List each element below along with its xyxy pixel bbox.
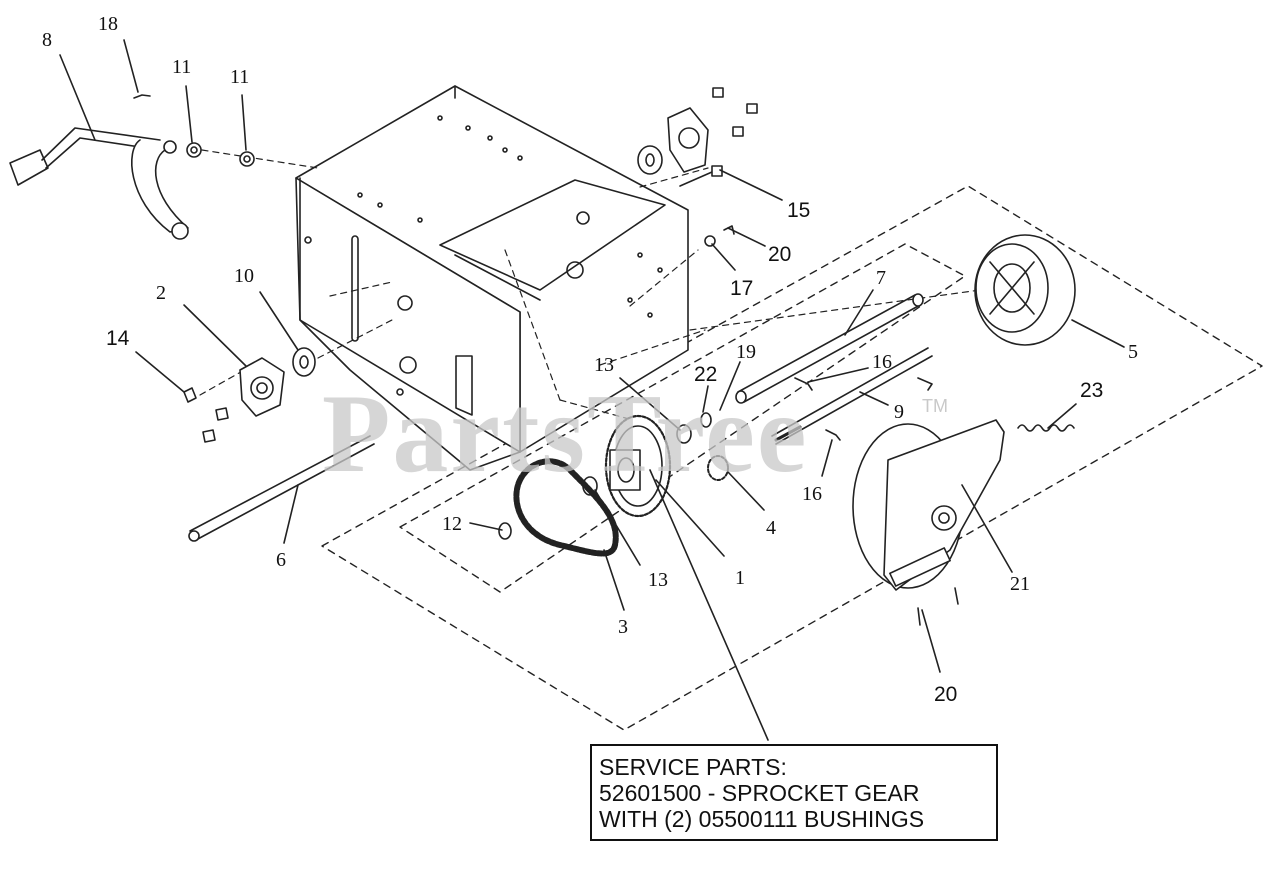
callout-7: 7: [876, 267, 886, 289]
part-hairpin-right: [917, 377, 933, 391]
part-2-flange-bearing: [239, 357, 285, 417]
callout-3: 3: [618, 616, 628, 638]
callout-15: 15: [787, 199, 811, 222]
watermark-trademark: TM: [922, 396, 948, 416]
part-7-shaft: [735, 293, 924, 404]
part-flange-upper: [637, 87, 758, 175]
service-parts-line-2: 52601500 - SPROCKET GEAR: [599, 780, 920, 806]
service-parts-line-3: WITH (2) 05500111 BUSHINGS: [599, 806, 925, 832]
callout-8: 8: [42, 29, 52, 51]
part-22-washer: [700, 412, 712, 428]
callout-19: 19: [736, 341, 756, 363]
part-21-housing-plate: [852, 419, 1005, 591]
part-4-gear: [707, 455, 729, 481]
assembly-boundary-inner: [399, 243, 966, 593]
part-23-spring: [1017, 424, 1075, 432]
callout-23: 23: [1080, 379, 1104, 402]
centerlines: [199, 149, 981, 423]
callout-20b: 20: [934, 683, 958, 706]
part-5-wheel: [974, 234, 1076, 346]
callout-11a: 11: [172, 56, 192, 78]
part-10-bearing: [292, 347, 316, 377]
watermark: PartsTree: [322, 372, 809, 496]
service-parts-note: SERVICE PARTS: 52601500 - SPROCKET GEAR …: [590, 744, 998, 841]
callout-6: 6: [276, 549, 286, 571]
callout-12: 12: [442, 513, 462, 535]
part-8-lever: [9, 127, 189, 240]
callout-10: 10: [234, 265, 254, 287]
service-parts-title: SERVICE PARTS:: [599, 754, 787, 780]
housing-frame: [295, 85, 689, 471]
callout-1: 1: [735, 567, 745, 589]
callout-17: 17: [730, 277, 754, 300]
callout-9: 9: [894, 401, 904, 423]
leader-lines: [59, 39, 1125, 741]
part-6-axle: [188, 435, 375, 542]
callout-22: 22: [694, 363, 718, 386]
part-18-pin: [133, 94, 151, 99]
callout-16b: 16: [802, 483, 822, 505]
part-11-bushing-b: [239, 151, 255, 167]
callout-18: 18: [98, 13, 118, 35]
callout-21: 21: [1010, 573, 1030, 595]
part-1-sprocket-gear: [604, 414, 672, 518]
part-14-bolts: [183, 387, 229, 443]
part-9-shaft: [771, 347, 933, 445]
callout-11b: 11: [230, 66, 250, 88]
callout-20a: 20: [768, 243, 792, 266]
assembly-boundary-outer: [321, 185, 1263, 731]
callout-2: 2: [156, 282, 166, 304]
callout-4: 4: [766, 517, 776, 539]
callout-14: 14: [106, 327, 130, 350]
part-12-washer: [498, 522, 512, 540]
part-20-pin-lower: [917, 587, 959, 626]
callout-13a: 13: [594, 354, 614, 376]
callout-16a: 16: [872, 351, 892, 373]
part-3-chain: [513, 458, 619, 557]
part-11-bushing-a: [186, 142, 202, 158]
callout-5: 5: [1128, 341, 1138, 363]
part-16-pin-b: [825, 429, 841, 441]
callout-13b: 13: [648, 569, 668, 591]
part-16-pin-a: [794, 377, 813, 391]
